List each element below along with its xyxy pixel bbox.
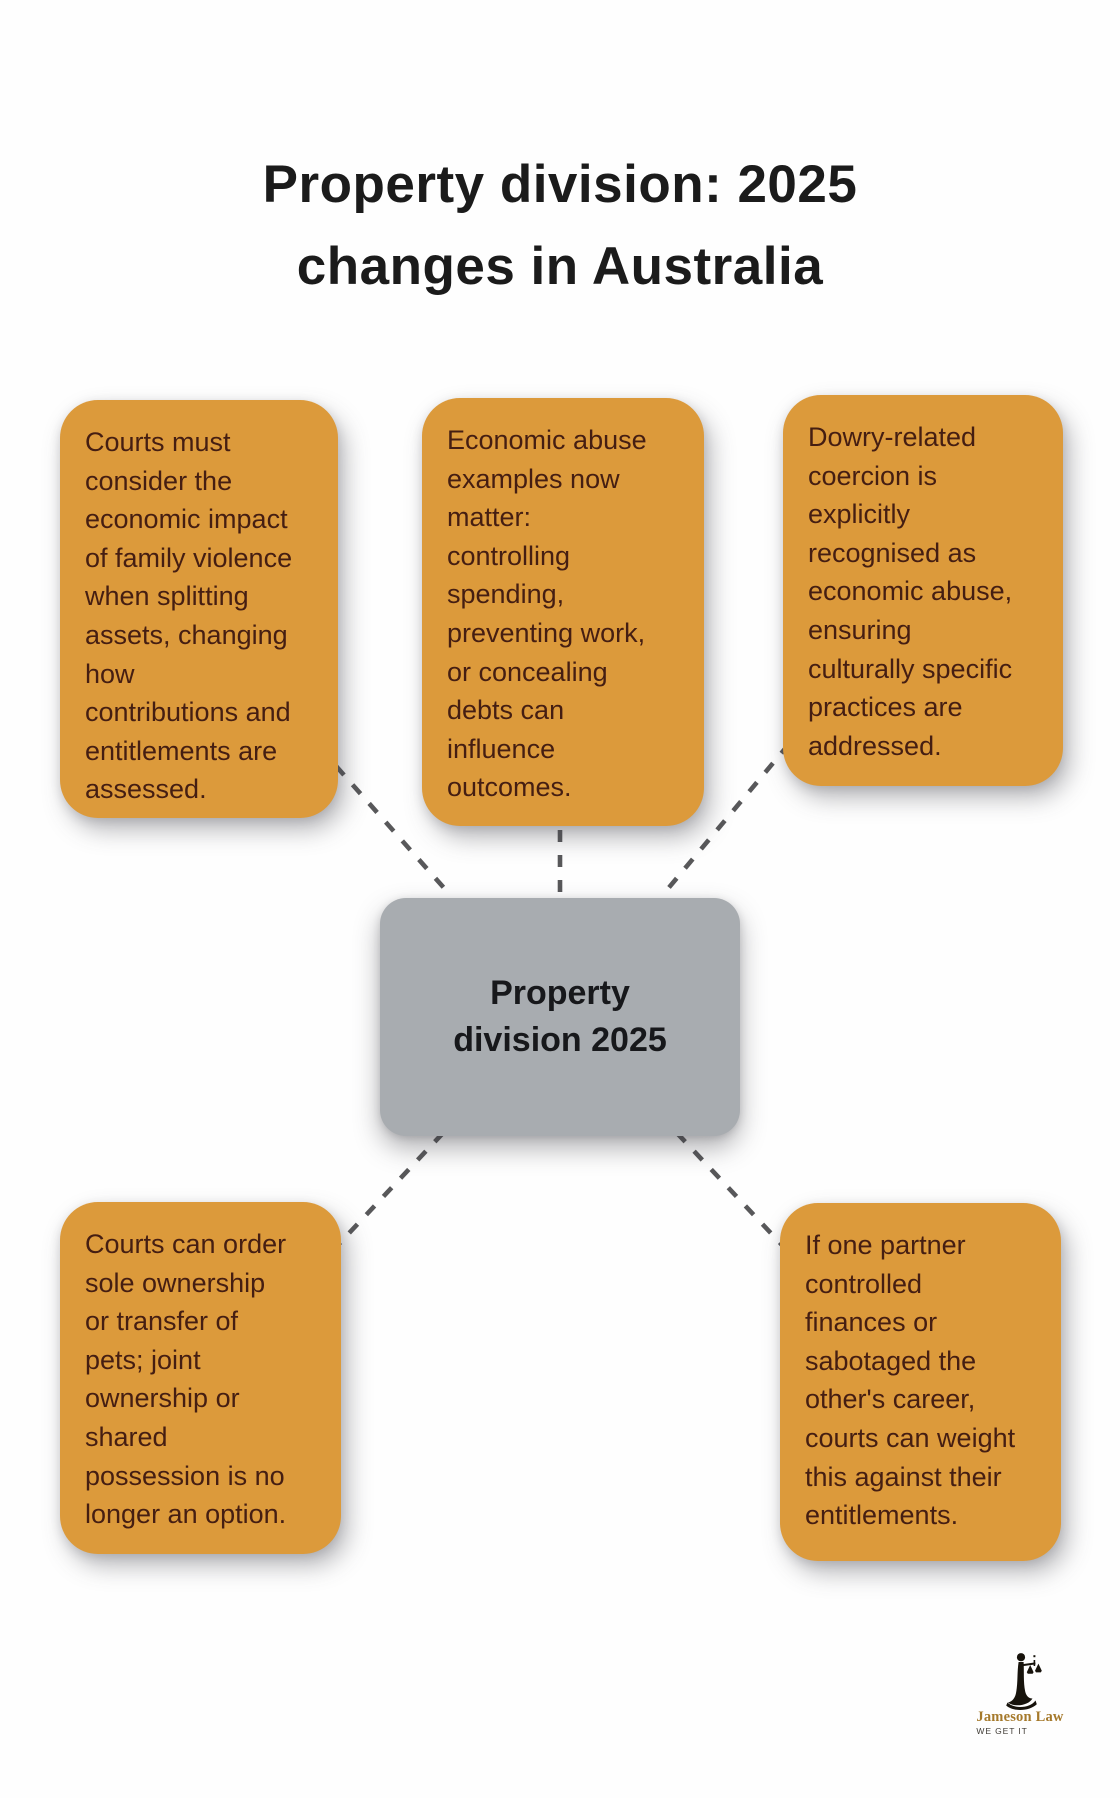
info-card-text: Dowry-related coercion is explicitly rec…: [808, 422, 1013, 761]
info-card-top-left: Courts must consider the economic impact…: [60, 400, 338, 818]
info-card-bottom-left: Courts can order sole ownership or trans…: [60, 1202, 341, 1554]
connector-line-bottom-right: [675, 1131, 784, 1247]
info-card-top-right: Dowry-related coercion is explicitly rec…: [783, 395, 1063, 786]
page-title: Property division: 2025 changes in Austr…: [0, 144, 1120, 308]
page-title-line2: changes in Australia: [296, 236, 824, 296]
info-card-text: Courts must consider the economic impact…: [85, 427, 293, 805]
connector-line-top-left: [334, 764, 454, 899]
connector-line-bottom-left: [334, 1131, 445, 1249]
connector-line-top-right: [659, 742, 791, 899]
info-card-text: Courts can order sole ownership or trans…: [85, 1229, 287, 1530]
brand-text-block: Jameson Law WE GET IT: [976, 1709, 1064, 1736]
info-card-bottom-right: If one partner controlled finances or sa…: [780, 1203, 1061, 1561]
brand-logo: Jameson Law WE GET IT: [960, 1652, 1080, 1736]
info-card-text: Economic abuse examples now matter: cont…: [447, 425, 647, 803]
info-card-text: If one partner controlled finances or sa…: [805, 1230, 1016, 1531]
center-node-label: Property division 2025: [453, 974, 667, 1059]
info-card-top-middle: Economic abuse examples now matter: cont…: [422, 398, 704, 826]
brand-tagline: WE GET IT: [976, 1726, 1028, 1736]
page-title-line1: Property division: 2025: [262, 154, 858, 214]
lady-justice-icon: [1006, 1653, 1042, 1710]
brand-name: Jameson Law: [976, 1709, 1064, 1725]
center-node: Property division 2025: [380, 898, 740, 1136]
